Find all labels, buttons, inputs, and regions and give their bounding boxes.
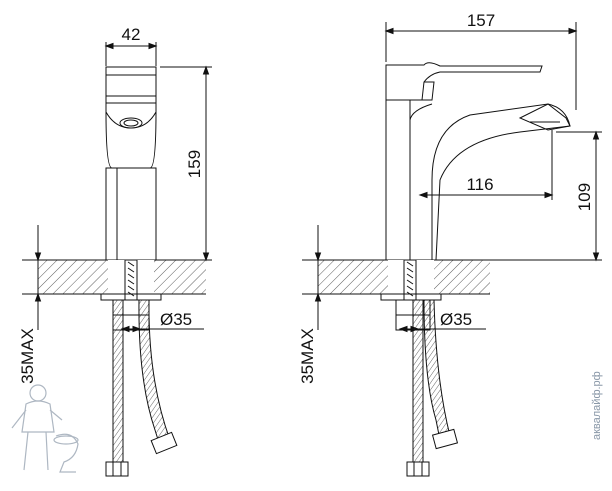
hose-fitting [105, 461, 129, 477]
diameter-dimension [120, 325, 204, 333]
thickness-dimension [34, 225, 42, 330]
right-view [302, 22, 602, 477]
spout-height-label: 109 [575, 183, 594, 211]
watermark-text: аквалайф.рф [591, 371, 603, 440]
handle-body [105, 66, 157, 104]
faucet-side-body [385, 100, 571, 261]
left-view [22, 42, 212, 477]
max-thickness-label: 35MAX [18, 328, 37, 384]
plumber-logo [11, 384, 79, 473]
spout-reach-dimension [418, 130, 554, 200]
spout-front [105, 103, 157, 129]
diameter-label: Ø35 [160, 310, 192, 329]
height-dim-label: 159 [185, 150, 204, 178]
thickness-dimension-right [314, 225, 322, 330]
length-dim-label: 157 [467, 11, 495, 30]
aerator-ring [119, 117, 143, 129]
spout-reach-label: 116 [466, 175, 493, 194]
lever-handle [385, 62, 543, 101]
width-dim-label: 42 [122, 25, 141, 44]
width-dimension [104, 42, 158, 66]
right-view-hose-a [412, 299, 424, 465]
faucet-body [105, 167, 157, 261]
length-dimension [384, 22, 578, 110]
max-thickness-label-right: 35MAX [298, 328, 317, 384]
diameter-label-right: Ø35 [440, 310, 472, 329]
height-dimension [160, 65, 212, 262]
